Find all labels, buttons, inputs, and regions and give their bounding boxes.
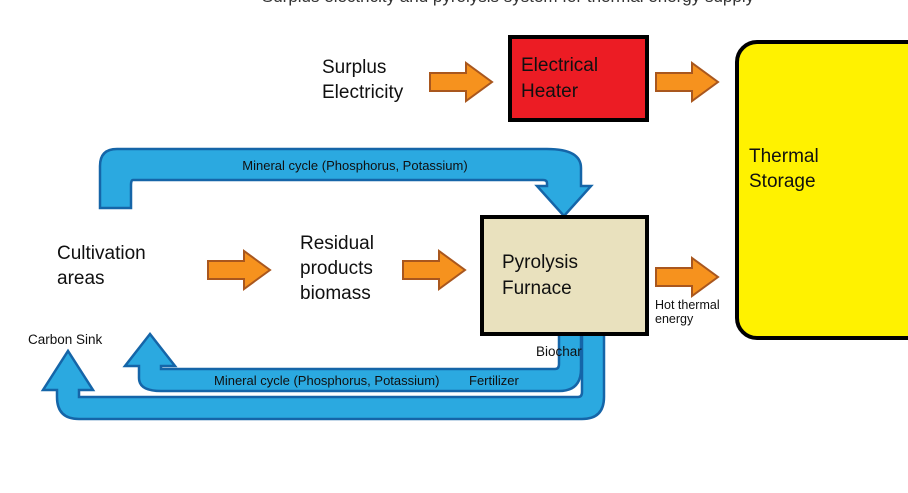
arrow-cultivation-to-residual bbox=[207, 249, 272, 291]
pyrolysis-furnace-line1: Pyrolysis bbox=[502, 252, 579, 274]
thermal-storage-line2: Storage bbox=[749, 171, 816, 193]
residual-products-label: Residual products biomass bbox=[300, 231, 374, 306]
arrow-heater-to-storage bbox=[655, 61, 720, 103]
mineral-cycle-top-label: Mineral cycle (Phosphorus, Potassium) bbox=[242, 158, 468, 173]
pyrolysis-furnace-line2: Furnace bbox=[502, 277, 572, 299]
residual-line2: products bbox=[300, 258, 373, 280]
mineral-cycle-top-arrow bbox=[98, 147, 594, 218]
carbon-sink-label: Carbon Sink bbox=[28, 332, 103, 347]
residual-line3: biomass bbox=[300, 283, 371, 305]
cultivation-line2: areas bbox=[57, 268, 105, 290]
mineral-cycle-bottom-label: Mineral cycle (Phosphorus, Potassium) bbox=[214, 373, 440, 388]
arrow-residual-to-furnace bbox=[402, 249, 467, 291]
surplus-electricity-label: Surplus Electricity bbox=[322, 55, 403, 105]
cultivation-areas-label: Cultivation areas bbox=[57, 241, 146, 291]
surplus-line1: Surplus bbox=[322, 57, 387, 78]
thermal-storage-box: Thermal Storage bbox=[735, 40, 908, 340]
electrical-heater-box: Electrical Heater bbox=[508, 35, 649, 122]
carbon-sink-return-arrow bbox=[40, 330, 606, 421]
biochar-label: Biochar bbox=[536, 344, 582, 359]
arrow-surplus-to-heater bbox=[429, 61, 494, 103]
arrow-furnace-to-storage bbox=[655, 256, 720, 298]
thermal-storage-line1: Thermal bbox=[749, 146, 819, 167]
hot-thermal-energy-label: Hot thermal energy bbox=[655, 298, 720, 327]
electrical-heater-line1: Electrical bbox=[521, 55, 599, 77]
fertilizer-return-arrow bbox=[122, 330, 583, 393]
hot-thermal-line1: Hot thermal bbox=[655, 298, 720, 312]
electrical-heater-line2: Heater bbox=[521, 80, 579, 102]
surplus-line2: Electricity bbox=[322, 82, 404, 104]
cultivation-line1: Cultivation bbox=[57, 243, 146, 264]
hot-thermal-line2: energy bbox=[655, 312, 694, 327]
residual-line1: Residual bbox=[300, 233, 374, 254]
pyrolysis-furnace-box: Pyrolysis Furnace bbox=[480, 215, 649, 336]
fertilizer-label: Fertilizer bbox=[469, 373, 519, 388]
cropped-page-title: Surplus electricity and pyrolysis system… bbox=[248, 0, 768, 6]
